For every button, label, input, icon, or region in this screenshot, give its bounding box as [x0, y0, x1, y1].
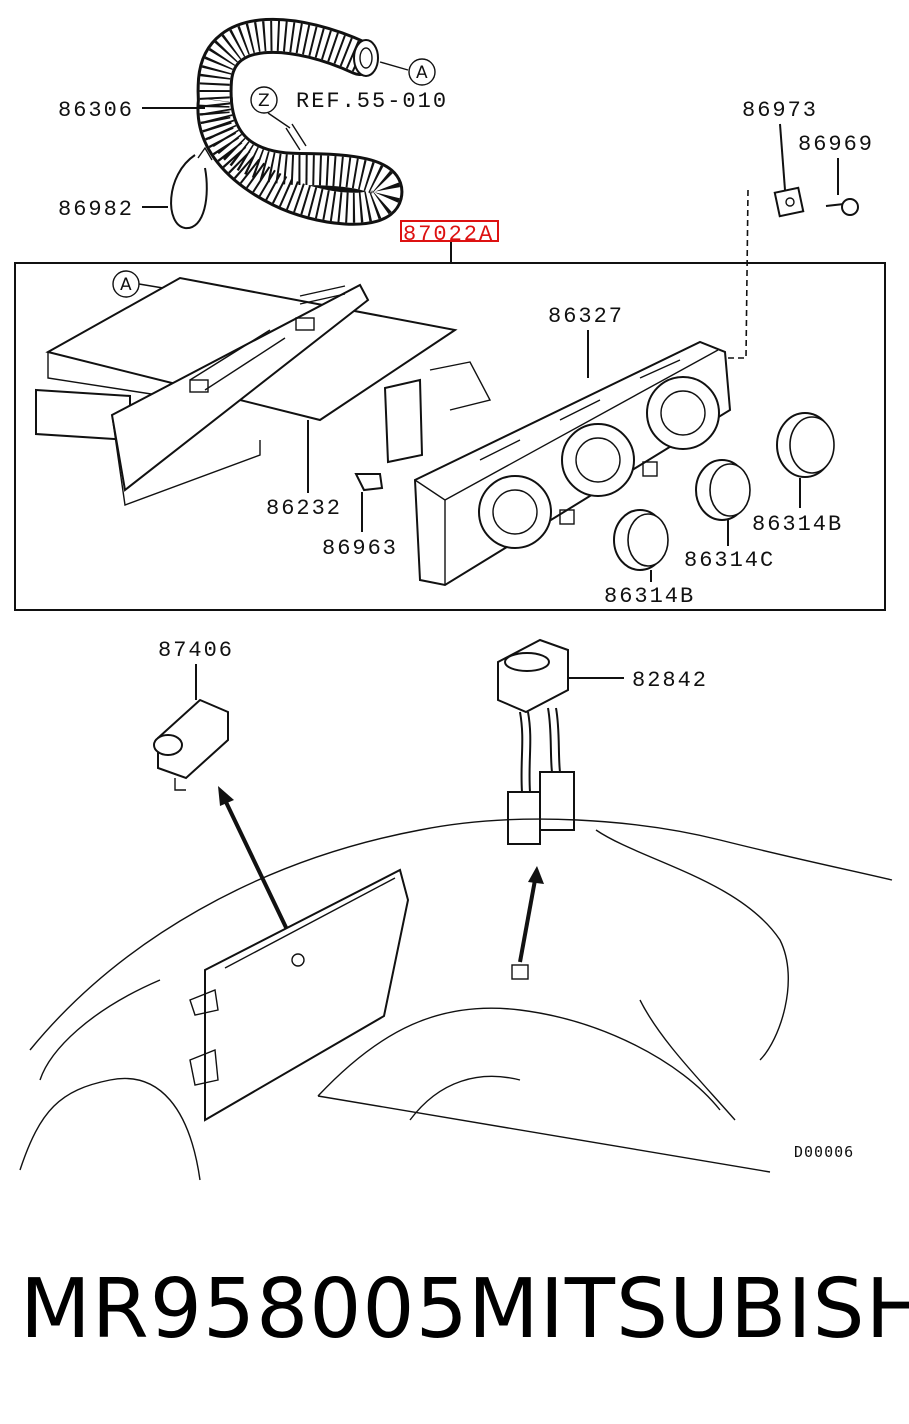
marker-a-top: A: [379, 58, 436, 86]
callout-82842: 82842: [632, 668, 708, 693]
arrow-switch: [518, 866, 544, 963]
callout-86314b-bottom: 86314B: [604, 584, 695, 609]
callout-86969: 86969: [798, 132, 874, 157]
knob-86314b-right: 86314B: [752, 412, 843, 537]
callout-86306: 86306: [58, 98, 134, 123]
figure-code: D00006: [794, 1143, 854, 1161]
hose-clamp: [170, 146, 213, 230]
sensor-87406: 87406: [153, 638, 234, 791]
vehicle-interior-outline: [19, 818, 893, 1181]
bulb: 86963: [322, 473, 398, 561]
brand-name: MITSUBISHI: [468, 1262, 909, 1357]
footer: MR958005 MITSUBISHI: [0, 1262, 909, 1372]
part-number: MR958005: [20, 1262, 469, 1357]
bracket: [383, 361, 492, 464]
label-86232: 86232: [266, 420, 342, 521]
control-panel: [413, 340, 732, 587]
callout-86232: 86232: [266, 496, 342, 521]
corrugated-hose: [196, 17, 404, 226]
callout-86314b-right: 86314B: [752, 512, 843, 537]
callout-86314c: 86314C: [684, 548, 775, 573]
switch-82842: 82842: [497, 638, 708, 845]
assembly-frame: [14, 262, 886, 611]
knob-86314b-bottom: 86314B: [604, 509, 695, 609]
callout-87022a: 87022A: [403, 222, 494, 247]
marker-z-label: Z: [258, 91, 270, 111]
knob-86314c: 86314C: [684, 459, 775, 573]
marker-a-box-label: A: [120, 275, 132, 295]
parts-diagram: 86306 86982 A Z REF.55-010 87022A 86973 …: [14, 17, 893, 1181]
callout-87406: 87406: [158, 638, 234, 663]
arrow-sensor: [218, 786, 294, 941]
marker-a-top-label: A: [416, 63, 428, 83]
assembly-label-87022a: 87022A: [400, 220, 499, 262]
callout-86982: 86982: [58, 197, 134, 222]
callout-86973: 86973: [742, 98, 818, 123]
callout-86963: 86963: [322, 536, 398, 561]
marker-a-box: A: [112, 270, 176, 298]
label-86327: 86327: [548, 304, 624, 378]
callout-ref: REF.55-010: [296, 89, 448, 114]
label-86973: 86973: [742, 98, 818, 218]
label-86969: 86969: [798, 132, 874, 216]
label-86306: 86306: [58, 98, 205, 123]
label-86982: 86982: [58, 197, 168, 222]
control-unit-housing: [35, 276, 458, 506]
callout-86327: 86327: [548, 304, 624, 329]
ref-marker: Z REF.55-010: [250, 86, 448, 129]
